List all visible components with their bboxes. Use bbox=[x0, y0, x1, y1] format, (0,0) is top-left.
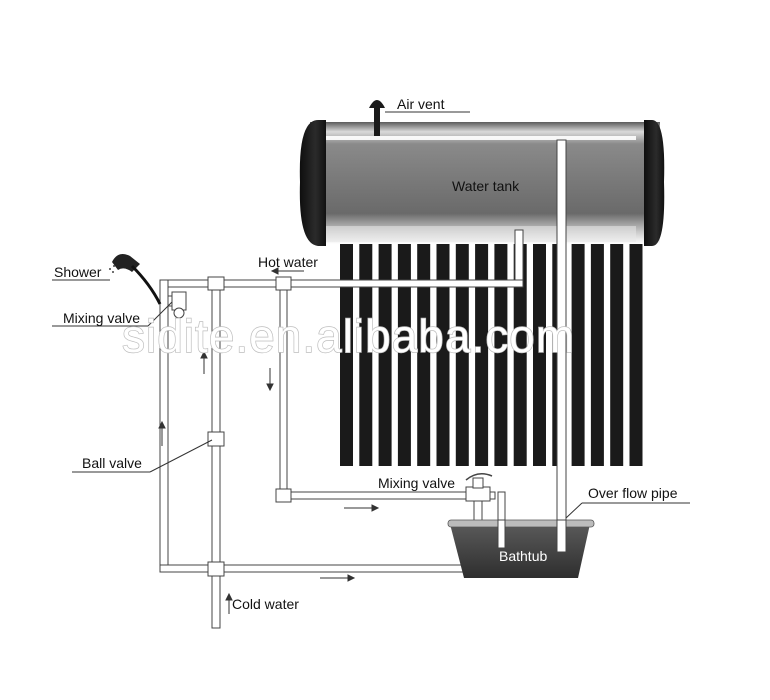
evacuated-tube bbox=[533, 240, 546, 466]
pipe-fittings bbox=[171, 276, 292, 577]
shower-head bbox=[109, 254, 162, 305]
evacuated-tube bbox=[571, 240, 585, 466]
evacuated-tubes bbox=[340, 240, 643, 466]
evacuated-tube bbox=[629, 240, 643, 466]
evacuated-tube bbox=[610, 240, 624, 466]
label-water-tank: Water tank bbox=[452, 178, 520, 194]
evacuated-tube bbox=[417, 240, 431, 466]
evacuated-tube bbox=[436, 240, 450, 466]
bathtub bbox=[447, 519, 595, 578]
evacuated-tube bbox=[590, 240, 604, 466]
label-mixing-valve-left: Mixing valve bbox=[63, 310, 140, 326]
flow-arrows bbox=[158, 267, 380, 614]
label-over-flow-pipe: Over flow pipe bbox=[588, 485, 678, 501]
label-mixing-valve-bottom: Mixing valve bbox=[378, 475, 455, 491]
ball-valve-fitting bbox=[207, 431, 225, 447]
evacuated-tube bbox=[359, 240, 373, 466]
mixing-valve-bottom bbox=[465, 473, 493, 502]
evacuated-tube bbox=[513, 240, 527, 466]
watermark: sidite.en.alibaba.com bbox=[122, 310, 575, 362]
leader-lines bbox=[52, 279, 690, 519]
label-shower: Shower bbox=[54, 264, 102, 280]
label-air-vent: Air vent bbox=[397, 96, 445, 112]
hot-water-outlet-pipe bbox=[514, 229, 524, 287]
evacuated-tube bbox=[475, 240, 489, 466]
evacuated-tube bbox=[378, 240, 392, 466]
label-cold-water: Cold water bbox=[232, 596, 299, 612]
label-bathtub: Bathtub bbox=[499, 548, 547, 564]
evacuated-tube bbox=[340, 240, 353, 466]
evacuated-tube bbox=[397, 240, 411, 466]
mixing-valve-left-body bbox=[171, 291, 187, 311]
label-hot-water: Hot water bbox=[258, 254, 318, 270]
label-ball-valve: Ball valve bbox=[82, 455, 142, 471]
air-vent bbox=[369, 100, 385, 136]
evacuated-tube bbox=[494, 240, 508, 466]
evacuated-tube bbox=[455, 240, 469, 466]
